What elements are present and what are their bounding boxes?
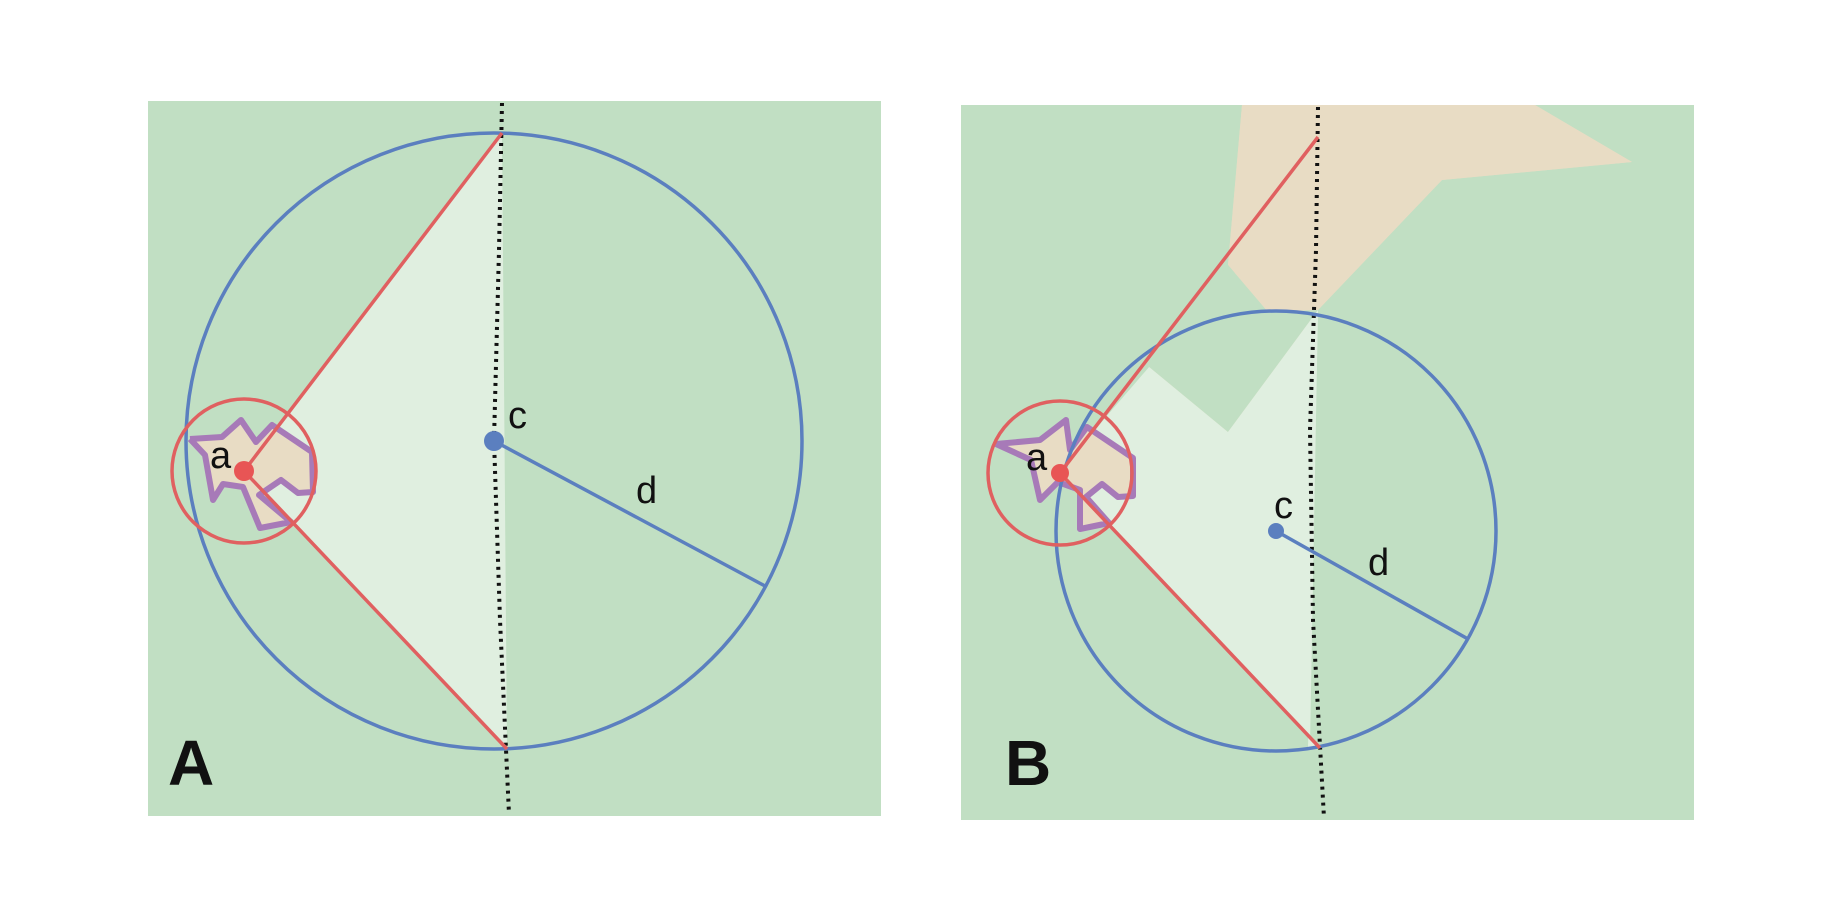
panel-b-point-a-label: a (1026, 437, 1048, 479)
panel-a-center-label: c (508, 395, 527, 437)
panel-b-tangent-lower (1058, 471, 1322, 750)
panel-b-center-point (1268, 523, 1284, 539)
panel-a-label: A (168, 727, 214, 799)
panel-a: a c d A (148, 101, 881, 816)
panel-b-green-notch (1148, 265, 1318, 432)
panel-b-label: B (1005, 727, 1051, 799)
panel-b-polygon-outline (994, 417, 1136, 532)
panel-b-point-circle (986, 399, 1134, 547)
panel-a-cone-region (244, 133, 507, 749)
panel-b-center-label: c (1274, 485, 1293, 527)
panel-b-search-circle (1054, 309, 1498, 753)
panel-b-radius-label: d (1368, 542, 1389, 584)
panel-a-radius-label: d (636, 470, 657, 512)
panel-a-point-a-label: a (210, 435, 232, 477)
panel-a-center-point (484, 431, 504, 451)
panel-a-search-circle (184, 131, 804, 751)
panel-a-radius-line (493, 439, 766, 588)
panel-b-radius-line (1275, 529, 1469, 641)
panel-a-tangent-upper (242, 131, 504, 473)
panel-a-tangent-lower (242, 469, 509, 751)
panel-b-point-a (1051, 464, 1069, 482)
panel-a-polygon-outline (187, 417, 316, 531)
panel-a-point-a (234, 461, 254, 481)
panel-b-tangent-upper (1058, 135, 1320, 475)
panel-b-top-obstacle-main (1228, 105, 1632, 312)
panel-a-point-circle (170, 397, 318, 545)
panel-b: a c d B (961, 105, 1694, 820)
